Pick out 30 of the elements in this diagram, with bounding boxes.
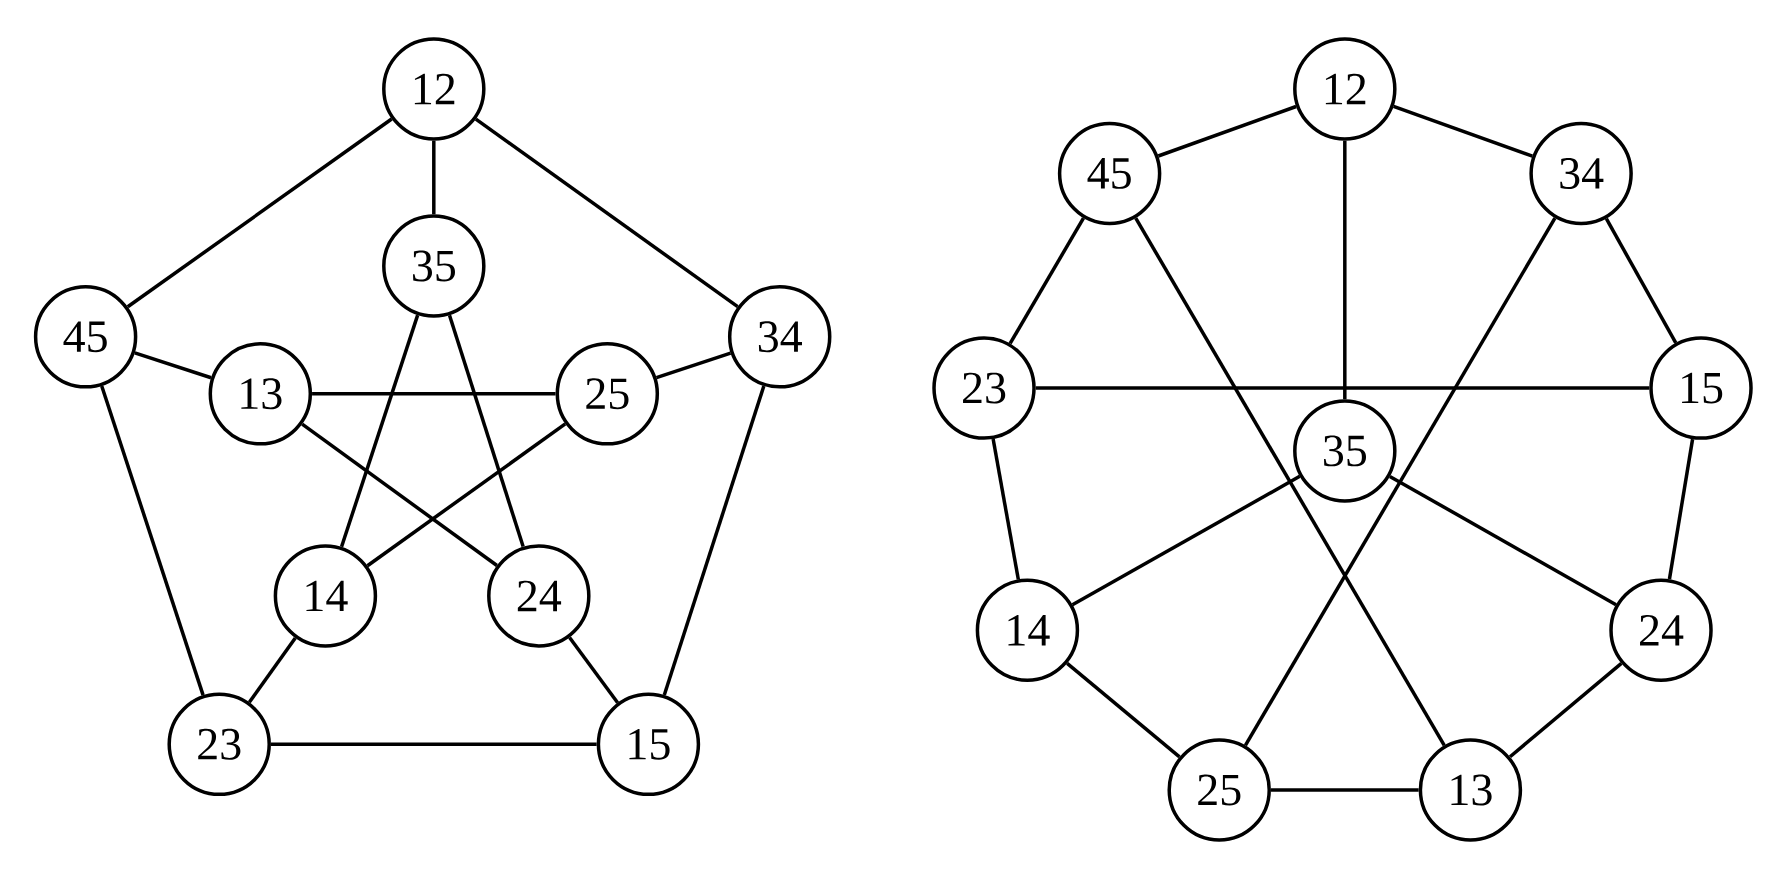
edge-line — [1604, 217, 1678, 344]
edge-line — [1243, 217, 1557, 747]
edge-line — [1667, 438, 1695, 580]
edge-line — [1508, 662, 1623, 759]
edge-line — [366, 422, 567, 568]
edge-line — [1392, 104, 1533, 158]
edge-line — [1388, 474, 1617, 607]
edge-line — [1066, 661, 1181, 759]
edge-line — [1157, 104, 1297, 158]
edge-line — [662, 385, 766, 696]
edge-line — [1008, 217, 1085, 345]
edge-line — [339, 314, 420, 548]
edge-line — [474, 117, 739, 309]
edge-line — [432, 140, 436, 215]
edge-line — [1270, 788, 1419, 792]
edge-line — [126, 117, 393, 309]
edge-line — [1035, 386, 1650, 390]
edge-line — [247, 636, 297, 704]
edge-line — [447, 314, 525, 548]
edge-line — [1343, 140, 1347, 400]
edge-line — [991, 438, 1020, 580]
edge-line — [134, 351, 212, 380]
edge-line — [100, 385, 205, 696]
edge-line — [312, 392, 556, 396]
edge-line — [1134, 217, 1446, 747]
edge-line — [301, 422, 498, 567]
edge-line — [568, 636, 620, 704]
edge-line — [270, 742, 597, 747]
edge-line — [655, 351, 732, 380]
edge-line — [1071, 474, 1301, 607]
